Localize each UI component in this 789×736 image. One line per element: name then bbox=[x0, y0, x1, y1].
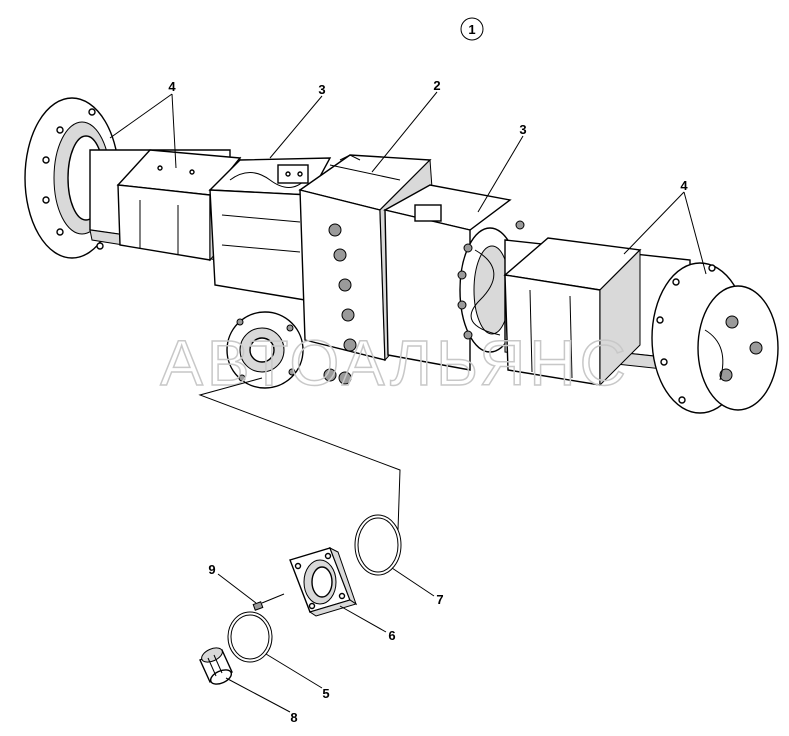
cover-flange-6 bbox=[289, 546, 358, 617]
axle-assembly bbox=[24, 97, 779, 414]
callout-5: 5 bbox=[322, 686, 329, 701]
o-ring-7 bbox=[354, 514, 402, 576]
callout-9: 9 bbox=[208, 562, 215, 577]
right-hub-cap bbox=[697, 285, 779, 411]
callout-6: 6 bbox=[388, 628, 395, 643]
figure-number-badge: 1 bbox=[460, 17, 484, 41]
callout-2: 2 bbox=[433, 78, 440, 93]
callout-4-left: 4 bbox=[168, 79, 176, 94]
callout-7: 7 bbox=[436, 592, 443, 607]
callout-labels: 4 3 2 3 4 9 7 6 5 8 bbox=[168, 78, 688, 725]
o-ring-5 bbox=[227, 611, 273, 663]
left-reduction-housing bbox=[208, 157, 332, 301]
bushing-8 bbox=[199, 647, 233, 685]
right-spring-pad bbox=[503, 237, 642, 387]
callout-8: 8 bbox=[290, 710, 297, 725]
callout-3-left: 3 bbox=[318, 82, 325, 97]
watermark-text: АВТОАЛЬЯНС bbox=[160, 327, 630, 399]
input-pinion-housing bbox=[226, 311, 304, 389]
callout-4-right: 4 bbox=[680, 178, 688, 193]
assembly-path-line bbox=[198, 377, 401, 531]
figure-number: 1 bbox=[468, 22, 475, 37]
leader-lines bbox=[109, 91, 707, 713]
exploded-parts bbox=[198, 377, 402, 685]
callout-3-right: 3 bbox=[519, 122, 526, 137]
bolt-9 bbox=[252, 593, 285, 611]
